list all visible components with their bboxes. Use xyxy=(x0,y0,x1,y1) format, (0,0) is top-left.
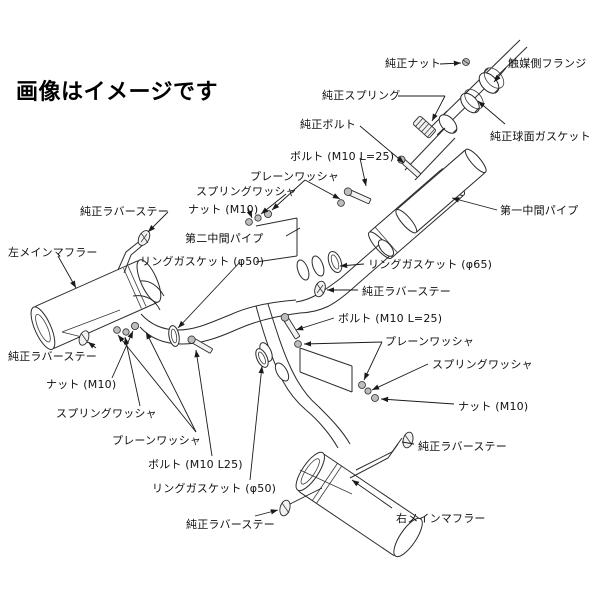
label-bolt-m10-l25-right: ボルト (M10 L=25) xyxy=(338,312,443,325)
label-plain-washer-top: プレーンワッシャ xyxy=(250,170,340,183)
label-ring-gasket-50-lower: リングガスケット (φ50) xyxy=(152,482,277,495)
page-title: 画像はイメージです xyxy=(16,80,219,105)
label-junsei-spherical-gasket: 純正球面ガスケット xyxy=(490,130,591,143)
second-center-pipe xyxy=(139,299,319,411)
label-spring-washer-top: スプリングワッシャ xyxy=(196,185,297,198)
label-junsei-spring: 純正スプリング xyxy=(322,89,401,102)
label-plain-washer-right: プレーンワッシャ xyxy=(385,335,475,348)
right-main-muffler xyxy=(295,405,423,558)
label-left-main-muffler: 左メインマフラー xyxy=(8,246,98,259)
left-main-muffler xyxy=(30,239,165,350)
label-rubber-stay-center: 純正ラバーステー xyxy=(362,285,451,298)
label-rubber-stay-upper-left: 純正ラバーステー xyxy=(80,205,169,218)
label-rubber-stay-right: 純正ラバーステー xyxy=(418,440,507,453)
label-right-main-muffler: 右メインマフラー xyxy=(396,512,486,525)
label-plain-washer-left: プレーンワッシャ xyxy=(112,434,202,447)
leader-lines xyxy=(57,60,507,517)
ring-gasket-50-parts xyxy=(168,325,269,368)
label-ring-gasket-65: リングガスケット (φ65) xyxy=(368,258,493,271)
label-junsei-bolt: 純正ボルト xyxy=(300,118,356,131)
label-spring-washer-right: スプリングワッシャ xyxy=(432,358,533,371)
label-bolt-m10-l25-top: ボルト (M10 L=25) xyxy=(290,150,395,163)
label-rubber-stay-lower-left: 純正ラバーステー xyxy=(8,350,97,363)
catalyst-flange-assembly xyxy=(429,39,528,136)
label-nut-m10-right: ナット (M10) xyxy=(458,400,529,413)
first-center-pipe xyxy=(295,127,487,314)
label-nut-m10-top: ナット (M10) xyxy=(188,203,259,216)
label-nut-m10-left: ナット (M10) xyxy=(46,378,117,391)
rubber-stay-parts xyxy=(78,230,414,517)
label-catalyst-side-flange: 触媒側フランジ xyxy=(508,57,587,70)
label-ring-gasket-50-upper: リングガスケット (φ50) xyxy=(140,255,265,268)
label-bolt-m10-l25-left: ボルト (M10 L25) xyxy=(148,458,243,471)
label-second-center-pipe: 第二中間パイプ xyxy=(185,232,264,245)
label-junsei-nut-top: 純正ナット xyxy=(385,57,441,70)
hardware-cluster-lower-right xyxy=(280,313,379,402)
label-rubber-stay-bottom: 純正ラバーステー xyxy=(186,518,275,531)
label-spring-washer-left: スプリングワッシャ xyxy=(56,407,157,420)
ring-gasket-65-part xyxy=(296,250,343,281)
label-first-center-pipe: 第一中間パイプ xyxy=(500,204,579,217)
hardware-cluster-lower-left xyxy=(113,321,213,354)
